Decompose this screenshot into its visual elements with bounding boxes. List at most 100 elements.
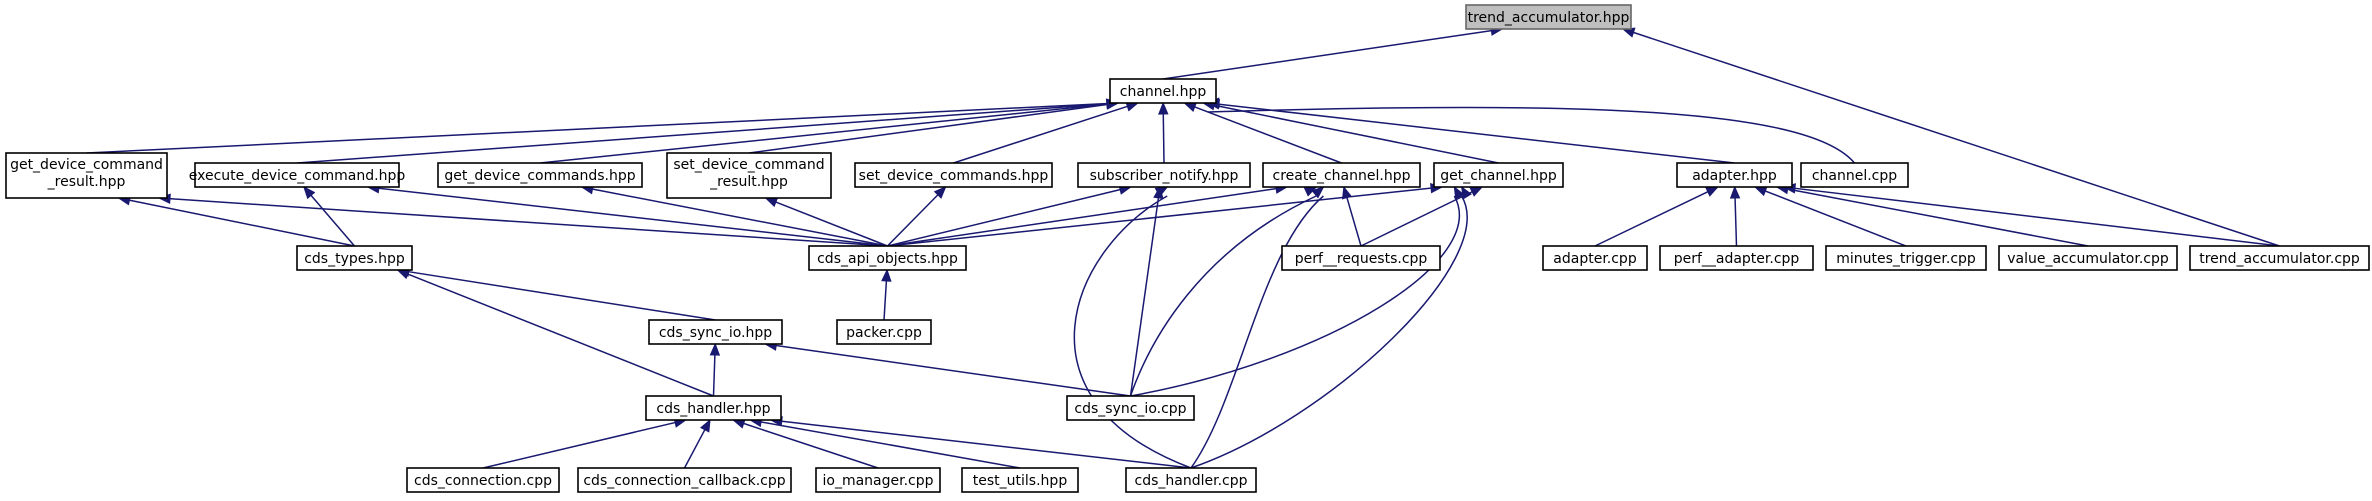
edge-io_manager_cpp-to-cds_handler_hpp xyxy=(731,418,879,469)
node-box xyxy=(808,245,967,271)
node-label: set_device_commands.hpp xyxy=(859,168,1049,184)
arrowhead-icon xyxy=(1469,186,1484,197)
node-channel-cpp[interactable]: channel.cpp xyxy=(1800,162,1909,188)
node-trend-cpp[interactable]: trend_accumulator.cpp xyxy=(2189,245,2370,271)
node-label: channel.cpp xyxy=(1812,168,1897,184)
node-box xyxy=(1998,245,2178,271)
node-label: adapter.cpp xyxy=(1553,251,1637,267)
node-packer-cpp[interactable]: packer.cpp xyxy=(836,319,932,345)
node-cds-sync-io-cpp[interactable]: cds_sync_io.cpp xyxy=(1066,395,1195,421)
arrowhead-icon xyxy=(1705,186,1719,197)
node-perf-req-cpp[interactable]: perf__requests.cpp xyxy=(1281,245,1441,271)
node-box xyxy=(836,319,932,345)
node-box xyxy=(1800,162,1909,188)
node-gdcs-hpp[interactable]: get_device_commands.hpp xyxy=(437,162,643,188)
node-label: create_channel.hpp xyxy=(1273,168,1411,184)
node-box xyxy=(5,152,168,199)
node-test-utils-hpp[interactable]: test_utils.hpp xyxy=(961,467,1079,493)
node-box xyxy=(648,319,783,345)
node-value-acc-cpp[interactable]: value_accumulator.cpp xyxy=(1998,245,2178,271)
node-box xyxy=(1676,162,1793,188)
node-perf-adapter-cpp[interactable]: perf__adapter.cpp xyxy=(1659,245,1814,271)
node-label: value_accumulator.cpp xyxy=(2007,251,2169,267)
edge-cds_api_hpp-to-gdcr_hpp xyxy=(157,193,888,247)
arrowhead-icon xyxy=(1183,102,1198,113)
node-cds-conn-cpp[interactable]: cds_connection.cpp xyxy=(406,467,560,493)
node-sdcs-hpp[interactable]: set_device_commands.hpp xyxy=(854,162,1053,188)
arrowhead-icon xyxy=(1729,185,1741,199)
node-label: test_utils.hpp xyxy=(973,473,1068,489)
edge-test_utils_hpp-to-cds_handler_hpp xyxy=(748,416,1021,469)
node-box xyxy=(1066,395,1195,421)
arrowhead-icon xyxy=(1453,185,1465,200)
node-edc-hpp[interactable]: execute_device_command.hpp xyxy=(189,162,406,188)
node-box xyxy=(1262,162,1421,188)
edge-cds_handler_cpp-to-sn_hpp xyxy=(1073,186,1192,469)
node-label: get_device_commands.hpp xyxy=(444,168,635,184)
node-box xyxy=(645,395,782,421)
edge-channel_hpp-to-trend_hpp xyxy=(1162,25,1504,80)
edge-cds_api_hpp-to-sdcs_hpp xyxy=(886,186,947,247)
node-label: _result.hpp xyxy=(709,174,788,190)
node-box xyxy=(577,467,792,493)
node-box xyxy=(1542,245,1648,271)
node-box xyxy=(666,152,832,199)
edge-cds_sync_io_cpp-to-gc_hpp xyxy=(1130,185,1465,397)
node-cds-handler-cpp[interactable]: cds_handler.cpp xyxy=(1125,467,1257,493)
node-box xyxy=(1465,4,1632,30)
node-sn-hpp[interactable]: subscriber_notify.hpp xyxy=(1077,162,1251,188)
node-minutes-cpp[interactable]: minutes_trigger.cpp xyxy=(1825,245,1987,271)
edge-cds_handler_cpp-to-gc_hpp xyxy=(1190,185,1473,469)
node-box xyxy=(1825,245,1987,271)
node-gdcr-hpp[interactable]: get_device_command_result.hpp xyxy=(5,152,168,199)
arrowhead-icon xyxy=(1158,101,1169,115)
arrowhead-icon xyxy=(1753,186,1768,197)
edge-trend_cpp-to-trend_hpp xyxy=(1621,27,2280,247)
node-cds-sync-io-hpp[interactable]: cds_sync_io.hpp xyxy=(648,319,783,345)
node-box xyxy=(1659,245,1814,271)
node-cds-handler-hpp[interactable]: cds_handler.hpp xyxy=(645,395,782,421)
arrowhead-icon xyxy=(709,342,721,356)
node-sdcr-hpp[interactable]: set_device_command_result.hpp xyxy=(666,152,832,199)
node-label: get_device_command xyxy=(10,157,163,173)
node-box xyxy=(1109,78,1217,104)
edge-trend_cpp-to-adapter_hpp xyxy=(1782,183,2280,247)
node-cds-api-hpp[interactable]: cds_api_objects.hpp xyxy=(808,245,967,271)
node-cds-types-hpp[interactable]: cds_types.hpp xyxy=(296,245,413,271)
node-label: cds_connection.cpp xyxy=(414,473,552,489)
edge-cc_hpp-to-channel_hpp xyxy=(1183,102,1342,164)
node-label: cds_handler.hpp xyxy=(656,401,770,417)
edge-packer_cpp-to-cds_api_hpp xyxy=(881,268,892,321)
node-channel-hpp[interactable]: channel.hpp xyxy=(1109,78,1217,104)
node-trend-hpp[interactable]: trend_accumulator.hpp xyxy=(1465,4,1632,30)
node-label: cds_sync_io.cpp xyxy=(1074,401,1186,417)
node-box xyxy=(437,162,643,188)
node-box xyxy=(961,467,1079,493)
node-label: trend_accumulator.cpp xyxy=(2199,251,2360,267)
node-cc-hpp[interactable]: create_channel.hpp xyxy=(1262,162,1421,188)
arrowhead-icon xyxy=(303,185,316,200)
arrowhead-icon xyxy=(396,269,411,280)
node-label: cds_connection_callback.cpp xyxy=(583,473,785,489)
arrowhead-icon xyxy=(1460,185,1473,200)
node-gc-hpp[interactable]: get_channel.hpp xyxy=(1433,162,1564,188)
edge-cds_sync_io_hpp-to-cds_types_hpp xyxy=(396,266,716,321)
arrowhead-icon xyxy=(1311,186,1325,199)
edge-channel_cpp-to-channel_hpp xyxy=(1206,97,1856,164)
node-label: perf__requests.cpp xyxy=(1295,251,1428,267)
node-io-manager-cpp[interactable]: io_manager.cpp xyxy=(815,467,941,493)
node-label: cds_api_objects.hpp xyxy=(817,251,958,267)
node-box xyxy=(854,162,1053,188)
node-label: perf__adapter.cpp xyxy=(1674,251,1800,267)
edge-cds_conn_cpp-to-cds_handler_hpp xyxy=(482,417,688,469)
node-adapter-hpp[interactable]: adapter.hpp xyxy=(1676,162,1793,188)
node-cds-conn-cb-cpp[interactable]: cds_connection_callback.cpp xyxy=(577,467,792,493)
node-label: cds_handler.cpp xyxy=(1135,473,1248,489)
node-box xyxy=(1281,245,1441,271)
node-label: get_channel.hpp xyxy=(1440,168,1557,184)
node-adapter-cpp[interactable]: adapter.cpp xyxy=(1542,245,1648,271)
node-label: adapter.hpp xyxy=(1692,168,1777,184)
node-box xyxy=(1433,162,1564,188)
edge-perf_adapter_cpp-to-adapter_hpp xyxy=(1729,185,1741,247)
